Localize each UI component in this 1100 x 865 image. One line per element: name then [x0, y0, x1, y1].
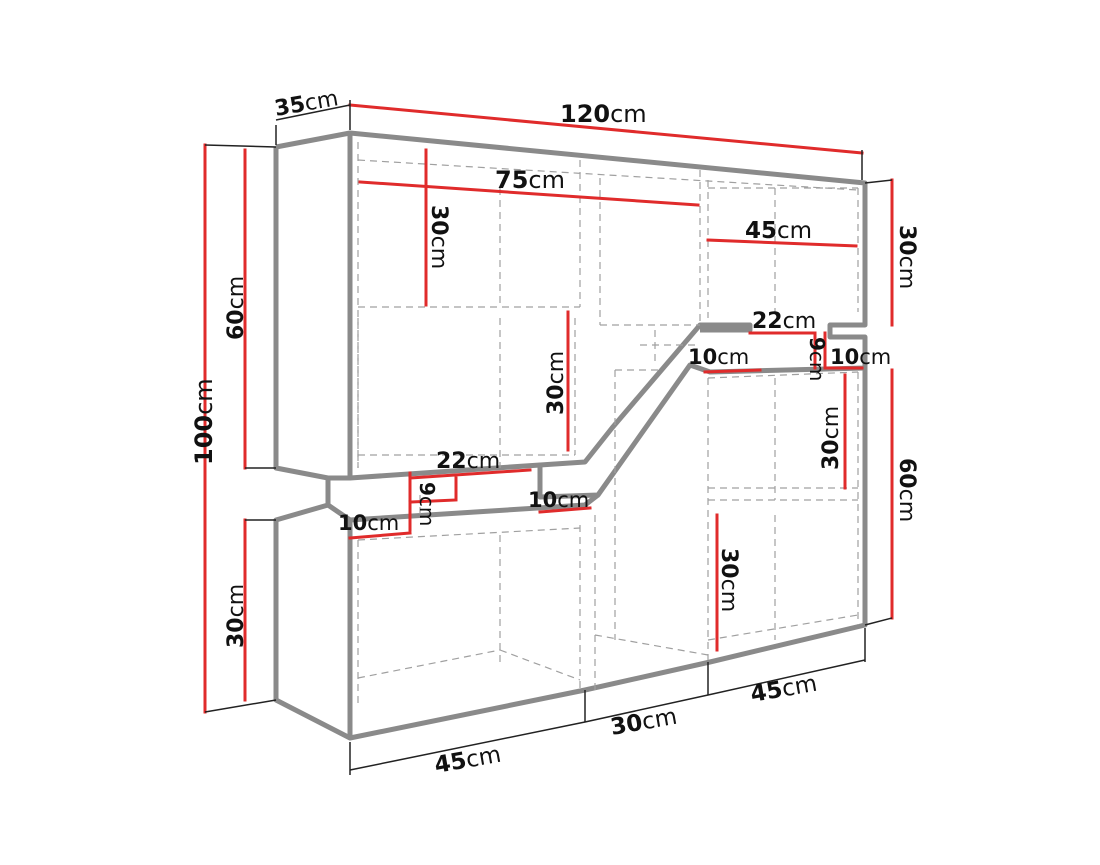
inner-dashed-lines: [357, 142, 859, 705]
label-bottom-middle-width: 30cm: [609, 704, 680, 741]
label-left-step-height: 9cm: [415, 482, 439, 526]
label-upper-left-shelf-2: 30cm: [544, 351, 569, 415]
dim-line-step-10-right-b: [703, 368, 762, 374]
red-dimension-lines: [203, 103, 894, 714]
label-upper-left-height: 60cm: [224, 276, 249, 340]
label-overall-height: 100cm: [190, 378, 218, 465]
dim-line-step-22-left: [408, 468, 532, 480]
dim-line-step-10-mid: [538, 506, 592, 514]
label-right-step-gap-b: 10cm: [830, 345, 891, 369]
label-left-step-width: 22cm: [436, 449, 500, 474]
label-left-step-gap-b: 10cm: [528, 488, 589, 512]
label-upper-right-width: 45cm: [745, 218, 812, 244]
dim-line-step-10-left: [348, 531, 412, 540]
label-lower-right-height: 60cm: [894, 458, 919, 522]
label-upper-right-height: 30cm: [894, 225, 919, 289]
label-right-step-height: 9cm: [805, 337, 829, 381]
dim-line-width-120: [348, 103, 864, 155]
label-lower-left-height: 30cm: [224, 584, 249, 648]
dim-line-step-box-left: [408, 476, 458, 504]
label-upper-left-width: 75cm: [495, 166, 565, 194]
dim-line-upper-75: [358, 180, 700, 207]
label-right-mid-shelf: 30cm: [819, 406, 844, 470]
label-overall-width: 120cm: [560, 100, 647, 128]
dim-line-upper-right-45: [706, 238, 858, 248]
label-left-step-gap-a: 10cm: [338, 511, 399, 535]
label-upper-left-shelf-1: 30cm: [426, 205, 451, 269]
label-right-step-gap-a: 10cm: [688, 345, 749, 369]
label-right-low-shelf: 30cm: [716, 548, 741, 612]
label-right-step-width: 22cm: [752, 309, 816, 334]
label-overall-depth: 35cm: [273, 86, 341, 122]
dimension-labels: 35cm 120cm 75cm 30cm 30cm 45cm 30cm 100c…: [190, 86, 919, 779]
label-bottom-left-width: 45cm: [433, 742, 504, 779]
label-bottom-right-width: 45cm: [749, 671, 820, 708]
dim-line-step-10-right: [823, 331, 864, 370]
black-dimension-lines: [204, 100, 893, 775]
